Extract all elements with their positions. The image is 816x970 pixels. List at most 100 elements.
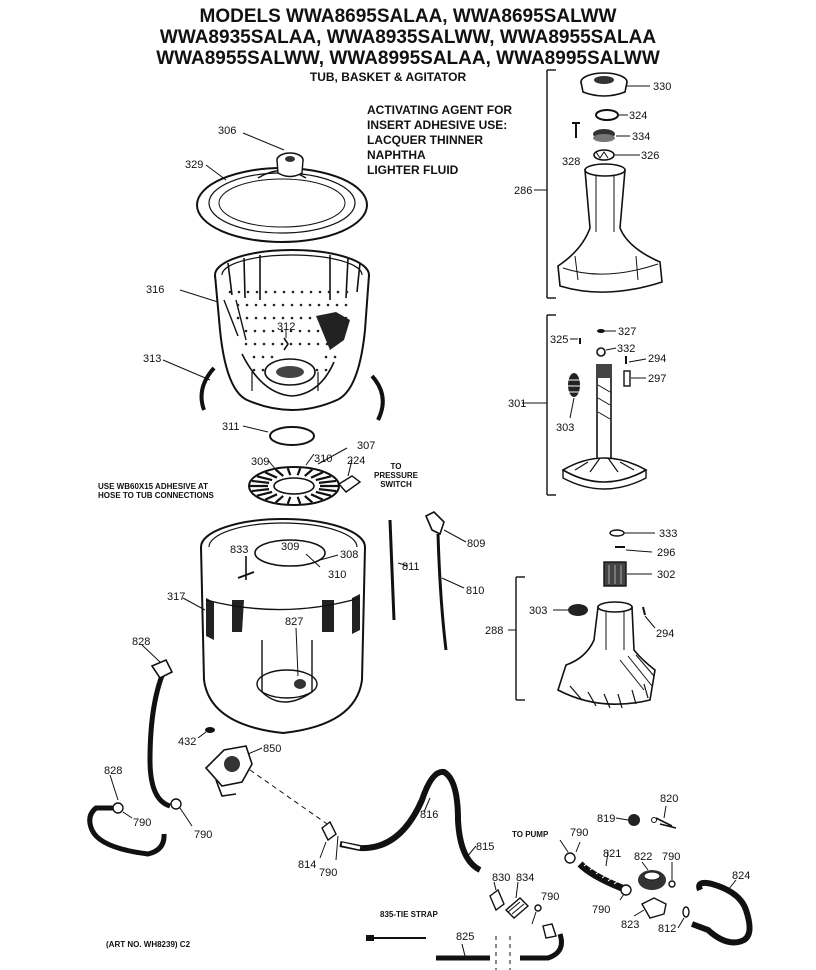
pressure-tube-811 <box>388 519 409 621</box>
callout-790-d: 790 <box>541 891 559 903</box>
strap-834 <box>504 881 530 919</box>
note-line: INSERT ADHESIVE USE: <box>367 118 508 132</box>
spring-303-lower <box>553 604 588 616</box>
callout-821: 821 <box>603 848 621 860</box>
callout-828-lower: 828 <box>104 765 122 777</box>
callout-296: 296 <box>657 547 675 559</box>
note-line: LIGHTER FLUID <box>367 163 459 177</box>
callout-790-c: 790 <box>319 867 337 879</box>
callout-822: 822 <box>634 851 652 863</box>
clamp-790-pump <box>559 839 581 864</box>
callout-328: 328 <box>562 156 580 168</box>
diagram-subtitle: TUB, BASKET & AGITATOR <box>309 70 467 84</box>
callout-790-e: 790 <box>570 827 588 839</box>
callout-820: 820 <box>660 793 678 805</box>
valve-822 <box>638 861 666 890</box>
callout-811: 811 <box>402 561 420 573</box>
callout-432: 432 <box>178 736 196 748</box>
callout-827: 827 <box>285 616 303 628</box>
models-title-line-3: WWA8955SALWW, WWA8995SALAA, WWA8995SALWW <box>156 48 660 69</box>
basket-perforations <box>228 290 349 372</box>
callout-833: 833 <box>230 544 248 556</box>
callout-810: 810 <box>466 585 484 597</box>
callout-309-upper: 309 <box>251 456 269 468</box>
callout-790-f: 790 <box>662 851 680 863</box>
note-line: ACTIVATING AGENT FOR <box>367 103 513 117</box>
screw-328 <box>572 122 580 138</box>
basket-316 <box>179 249 370 411</box>
screw-325 <box>570 338 581 344</box>
callout-294-upper: 294 <box>648 353 666 365</box>
fitting-432 <box>197 727 215 739</box>
hose-815 <box>339 768 482 873</box>
callout-297: 297 <box>648 373 666 385</box>
callout-316: 316 <box>146 284 164 296</box>
callout-816: 816 <box>420 809 438 821</box>
note-line: PRESSURE <box>373 471 418 480</box>
callout-825: 825 <box>456 931 474 943</box>
tie-strap-835 <box>366 935 426 941</box>
screw-294-lower <box>642 606 656 629</box>
bolt-297 <box>623 370 646 387</box>
balance-ring-hose-313 <box>162 359 385 421</box>
callout-814: 814 <box>298 859 316 871</box>
callout-312: 312 <box>277 321 295 333</box>
outer-tub-317 <box>182 518 366 735</box>
callout-286: 286 <box>514 185 532 197</box>
adhesive-note: USE WB60X15 ADHESIVE AT HOSE TO TUB CONN… <box>98 482 214 500</box>
hose-824 <box>690 879 753 946</box>
plug-819 <box>615 814 640 826</box>
callout-324: 324 <box>629 110 647 122</box>
callout-303-lower: 303 <box>529 605 547 617</box>
screw-312 <box>283 330 289 351</box>
drive-shaft-301 <box>561 364 648 490</box>
note-line: SWITCH <box>380 480 412 489</box>
callout-325: 325 <box>550 334 568 346</box>
callout-809: 809 <box>467 538 485 550</box>
agitator-288 <box>557 601 656 709</box>
callout-812: 812 <box>658 923 676 935</box>
callout-834: 834 <box>516 872 534 884</box>
tee-823 <box>633 897 667 919</box>
callout-224: 224 <box>347 455 365 467</box>
clamp-812 <box>677 906 690 929</box>
note-line: USE WB60X15 ADHESIVE AT <box>98 482 208 491</box>
elbow-809 <box>424 511 467 543</box>
callout-310-lower: 310 <box>328 569 346 581</box>
drain-hose-828 <box>87 774 167 857</box>
callout-317: 317 <box>167 591 185 603</box>
callout-329: 329 <box>185 159 203 171</box>
nut-332 <box>596 347 617 357</box>
callout-850: 850 <box>263 743 281 755</box>
cap-302 <box>603 561 652 587</box>
callout-332: 332 <box>617 343 635 355</box>
gasket-311 <box>242 425 315 446</box>
clamp-830 <box>489 881 505 912</box>
hub-307 <box>248 447 348 506</box>
note-line: LACQUER THINNER <box>367 133 483 147</box>
agitator-cap-330 <box>580 72 650 97</box>
callout-330: 330 <box>653 81 671 93</box>
callout-313: 313 <box>143 353 161 365</box>
callout-830: 830 <box>492 872 510 884</box>
callout-326: 326 <box>641 150 659 162</box>
to-pump-note: TO PUMP <box>512 830 549 839</box>
clamp-790-left <box>112 798 193 827</box>
callout-288: 288 <box>485 625 503 637</box>
clamp-224 <box>337 459 362 493</box>
pump-850 <box>204 745 331 827</box>
clamp-790-right <box>619 862 676 901</box>
callout-311: 311 <box>222 421 240 433</box>
callout-327: 327 <box>618 326 636 338</box>
callout-309-lower: 309 <box>281 541 299 553</box>
activating-agent-note: ACTIVATING AGENT FOR INSERT ADHESIVE USE… <box>367 103 512 178</box>
note-line: HOSE TO TUB CONNECTIONS <box>98 491 214 500</box>
callout-301: 301 <box>508 398 526 410</box>
bracket-301 <box>522 314 556 496</box>
hose-821 <box>577 851 624 892</box>
callout-824: 824 <box>732 870 750 882</box>
callout-790-a: 790 <box>133 817 151 829</box>
art-number: (ART NO. WH8239) C2 <box>106 940 191 949</box>
hose-825 <box>436 923 564 970</box>
